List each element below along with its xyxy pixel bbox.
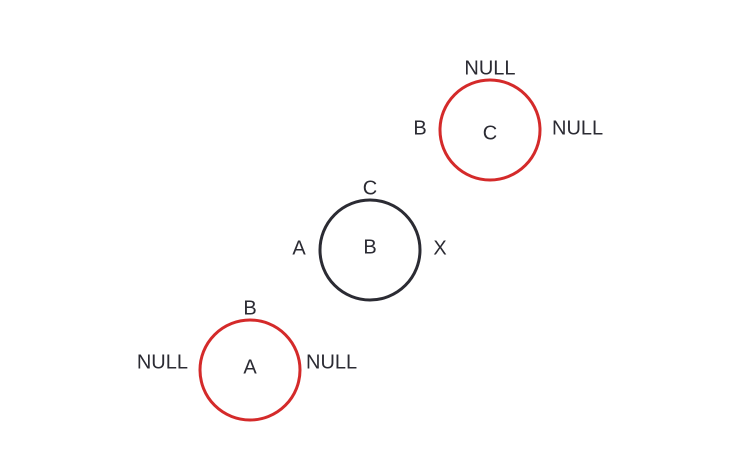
node-a-label: A bbox=[243, 356, 257, 378]
node-b-right-label: X bbox=[433, 237, 446, 259]
node-a-right-label: NULL bbox=[306, 351, 357, 373]
node-a-top-label: B bbox=[243, 297, 256, 319]
node-b-label: B bbox=[363, 236, 376, 258]
node-b: B C A X bbox=[292, 177, 447, 302]
node-c-right-label: NULL bbox=[552, 117, 603, 139]
node-a-ring bbox=[198, 318, 302, 422]
node-b-ring bbox=[318, 198, 422, 302]
node-c-top-label: NULL bbox=[464, 57, 515, 79]
node-a-left-label: NULL bbox=[137, 351, 188, 373]
node-c-left-label: B bbox=[413, 117, 426, 139]
node-a: A B NULL NULL bbox=[137, 297, 357, 422]
node-c: C NULL B NULL bbox=[413, 57, 603, 182]
node-b-left-label: A bbox=[292, 237, 306, 259]
node-b-top-label: C bbox=[363, 177, 377, 199]
node-c-ring bbox=[438, 78, 542, 182]
node-c-label: C bbox=[483, 122, 497, 144]
